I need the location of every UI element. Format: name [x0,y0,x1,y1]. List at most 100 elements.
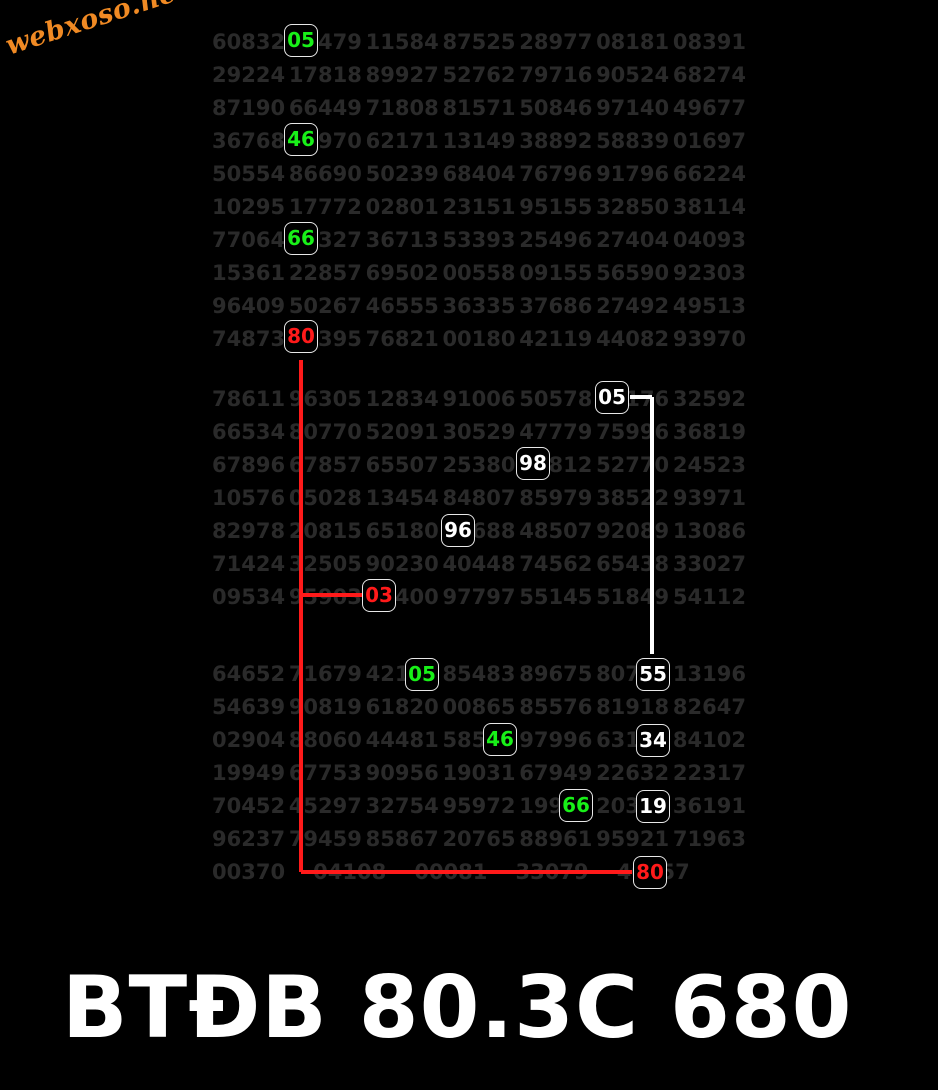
highlight-98-mid: 98 [516,447,550,480]
number-cell: 71424 [212,552,286,576]
number-cell: 96409 [212,294,286,318]
number-cell: 74873 [212,327,286,351]
number-cell: 36819 [672,420,746,444]
highlight-19-bot: 19 [636,790,670,823]
number-cell: 12834 [365,387,439,411]
caption-title: BTĐB 80.3C 680 [62,958,853,1058]
number-cell: 49677 [672,96,746,120]
number-cell: 55145 [519,585,593,609]
number-cell: 85483 [442,662,516,686]
number-cell: 30529 [442,420,516,444]
number-cell: 19949 [212,761,286,785]
number-cell: 79716 [519,63,593,87]
number-cell: 11584 [365,30,439,54]
number-cell: 50554 [212,162,286,186]
number-cell: 95921 [596,827,670,851]
number-cell: 66534 [212,420,286,444]
number-cell: 13086 [672,519,746,543]
number-cell: 09155 [519,261,593,285]
number-cell: 92303 [672,261,746,285]
number-cell: 92089 [596,519,670,543]
number-cell: 53393 [442,228,516,252]
number-cell: 82647 [672,695,746,719]
number-cell: 85576 [519,695,593,719]
number-cell: 54639 [212,695,286,719]
highlight-05-bot: 05 [405,658,439,691]
number-cell: 87525 [442,30,516,54]
number-cell: 71963 [672,827,746,851]
highlight-03-mid: 03 [362,579,396,612]
number-cell: 49513 [672,294,746,318]
number-cell: 09534 [212,585,286,609]
number-cell: 36335 [442,294,516,318]
number-cell: 50267 [288,294,362,318]
number-cell: 90230 [365,552,439,576]
number-cell: 85979 [519,486,593,510]
number-cell: 47779 [519,420,593,444]
number-cell: 40448 [442,552,516,576]
number-cell: 67949 [519,761,593,785]
number-cell: 51849 [596,585,670,609]
number-cell: 00370 [212,860,286,884]
number-cell: 36713 [365,228,439,252]
number-cell: 77064 [212,228,286,252]
highlight-96-mid: 96 [441,514,475,547]
number-cell: 22632 [596,761,670,785]
highlight-46-bot: 46 [483,723,517,756]
number-cell: 02904 [212,728,286,752]
number-cell: 46555 [365,294,439,318]
number-cell: 15361 [212,261,286,285]
number-cell: 44481 [365,728,439,752]
number-cell: 08391 [672,30,746,54]
highlight-34-bot: 34 [636,724,670,757]
number-cell: 25496 [519,228,593,252]
number-cell: 89675 [519,662,593,686]
number-cell: 60832 [212,30,286,54]
highlight-80-top: 80 [284,320,318,353]
number-cell: 23151 [442,195,516,219]
highlight-05-mid: 05 [595,381,629,414]
number-cell: 48507 [519,519,593,543]
number-cell: 58839 [596,129,670,153]
number-cell: 13149 [442,129,516,153]
number-cell: 54112 [672,585,746,609]
number-cell: 89927 [365,63,439,87]
number-cell: 97797 [442,585,516,609]
number-cell: 52091 [365,420,439,444]
number-cell: 62171 [365,129,439,153]
number-cell: 76796 [519,162,593,186]
number-cell: 61820 [365,695,439,719]
number-cell: 88961 [519,827,593,851]
number-cell: 84807 [442,486,516,510]
number-cell: 64652 [212,662,286,686]
number-cell: 20765 [442,827,516,851]
number-cell: 95155 [519,195,593,219]
number-cell: 32850 [596,195,670,219]
number-cell: 37686 [519,294,593,318]
number-cell: 36191 [672,794,746,818]
number-cell: 86690 [288,162,362,186]
number-cell: 84102 [672,728,746,752]
number-cell: 17818 [288,63,362,87]
number-cell: 04093 [672,228,746,252]
number-cell: 81571 [442,96,516,120]
number-cell: 27404 [596,228,670,252]
highlight-66-bot: 66 [559,789,593,822]
highlight-80-bot: 80 [633,856,667,889]
number-cell: 19031 [442,761,516,785]
highlight-66-top: 66 [284,222,318,255]
number-cell: 97140 [596,96,670,120]
number-cell: 96237 [212,827,286,851]
number-cell: 65180 [365,519,439,543]
number-cell: 32592 [672,387,746,411]
number-cell: 68274 [672,63,746,87]
number-cell: 75996 [596,420,670,444]
